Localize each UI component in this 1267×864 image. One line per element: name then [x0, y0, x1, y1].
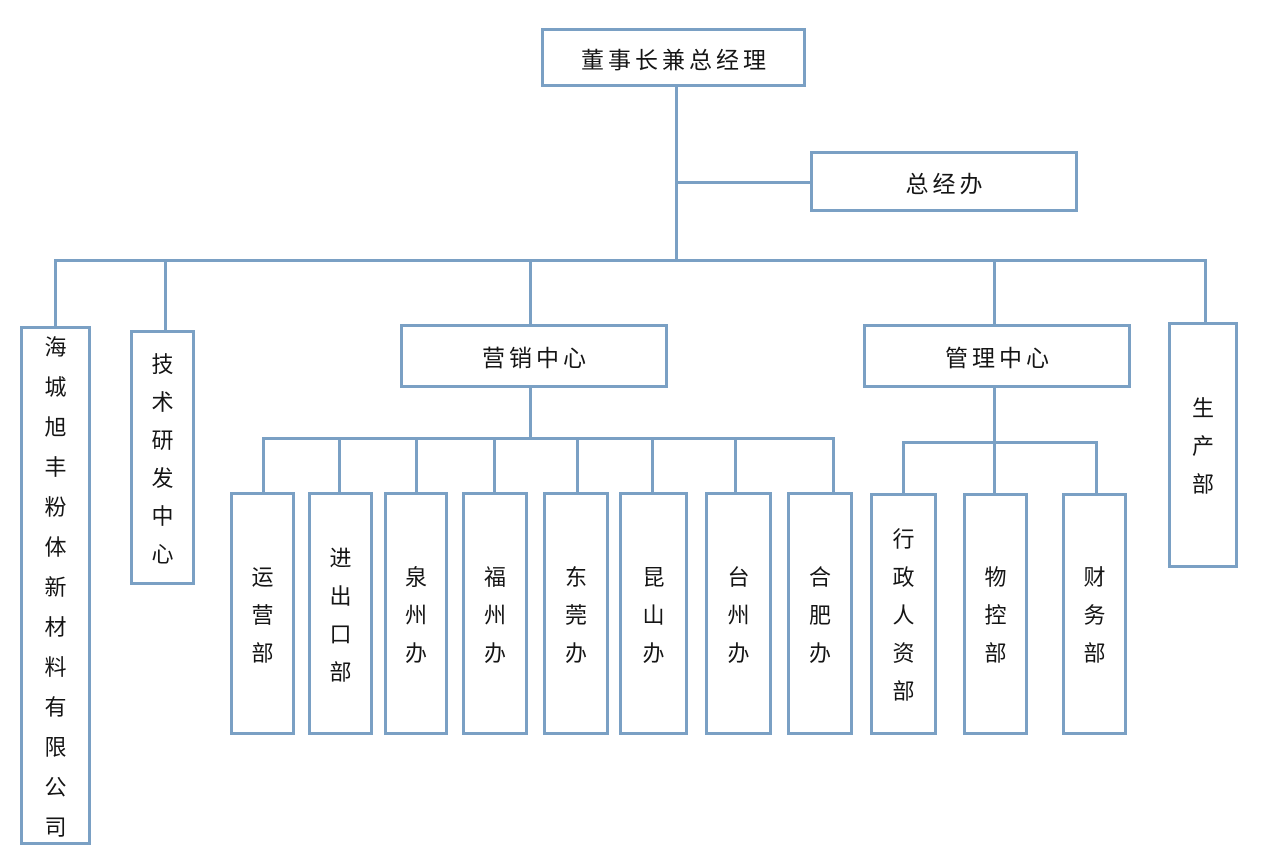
node-tech-rd-center: 技术研发中心: [130, 330, 195, 585]
node-quanzhou-office: 泉州办: [384, 492, 448, 735]
node-finance-dept: 财务部: [1062, 493, 1127, 735]
node-operations-dept: 运营部: [230, 492, 295, 735]
node-production-dept-label: 生产部: [1191, 397, 1214, 498]
node-hefei-office-label: 合肥办: [808, 565, 831, 667]
connector-main-rail: [54, 259, 1207, 262]
node-gm-office-label: 总经办: [905, 171, 987, 198]
node-import-export-dept-label: 进出口部: [329, 546, 352, 686]
node-import-export-dept: 进出口部: [308, 492, 373, 735]
connector-gm-office-branch: [675, 181, 810, 184]
node-tech-rd-center-label: 技术研发中心: [151, 352, 174, 568]
connector-drop-material-control: [993, 444, 996, 494]
connector-drop-fuzhou: [493, 440, 496, 493]
connector-drop-marketing-center: [529, 259, 532, 325]
connector-drop-production-dept: [1204, 259, 1207, 323]
node-fuzhou-office-label: 福州办: [483, 565, 506, 667]
node-fuzhou-office: 福州办: [462, 492, 528, 735]
node-finance-dept-label: 财务部: [1083, 566, 1106, 667]
node-material-control-dept: 物控部: [963, 493, 1028, 735]
connector-drop-hefei: [832, 440, 835, 493]
node-company-label: 海城旭丰粉体新材料有限公司: [44, 335, 67, 841]
node-chairman-gm-label: 董事长兼总经理: [581, 47, 770, 74]
connector-root-riser: [675, 86, 678, 262]
connector-marketing-riser: [529, 388, 532, 440]
node-quanzhou-office-label: 泉州办: [404, 565, 427, 667]
connector-drop-admin-hr: [902, 444, 905, 494]
connector-drop-operations: [262, 440, 265, 493]
node-kunshan-office-label: 昆山办: [642, 565, 665, 667]
connector-drop-taizhou: [734, 440, 737, 493]
connector-drop-quanzhou: [415, 440, 418, 493]
node-admin-hr-dept: 行政人资部: [870, 493, 937, 735]
node-production-dept: 生产部: [1168, 322, 1238, 568]
node-operations-dept-label: 运营部: [251, 565, 274, 667]
node-hefei-office: 合肥办: [787, 492, 853, 735]
node-company: 海城旭丰粉体新材料有限公司: [20, 326, 91, 845]
node-admin-hr-dept-label: 行政人资部: [892, 528, 915, 705]
node-taizhou-office: 台州办: [705, 492, 772, 735]
connector-drop-company: [54, 259, 57, 327]
connector-drop-import-export: [338, 440, 341, 493]
node-management-center: 管理中心: [863, 324, 1131, 388]
node-taizhou-office-label: 台州办: [727, 565, 750, 667]
node-dongguan-office-label: 东莞办: [564, 565, 587, 667]
connector-drop-dongguan: [576, 440, 579, 493]
node-marketing-center-label: 营销中心: [482, 346, 590, 372]
connector-management-rail: [902, 441, 1098, 444]
connector-drop-finance: [1095, 444, 1098, 494]
node-material-control-dept-label: 物控部: [984, 566, 1007, 667]
node-chairman-gm: 董事长兼总经理: [541, 28, 806, 87]
node-marketing-center: 营销中心: [400, 324, 668, 388]
connector-management-riser: [993, 388, 996, 444]
node-gm-office: 总经办: [810, 151, 1078, 212]
connector-marketing-rail: [262, 437, 835, 440]
connector-drop-kunshan: [651, 440, 654, 493]
node-management-center-label: 管理中心: [945, 346, 1053, 372]
connector-drop-tech-center: [164, 259, 167, 331]
connector-drop-management-center: [993, 259, 996, 325]
node-dongguan-office: 东莞办: [543, 492, 609, 735]
node-kunshan-office: 昆山办: [619, 492, 688, 735]
